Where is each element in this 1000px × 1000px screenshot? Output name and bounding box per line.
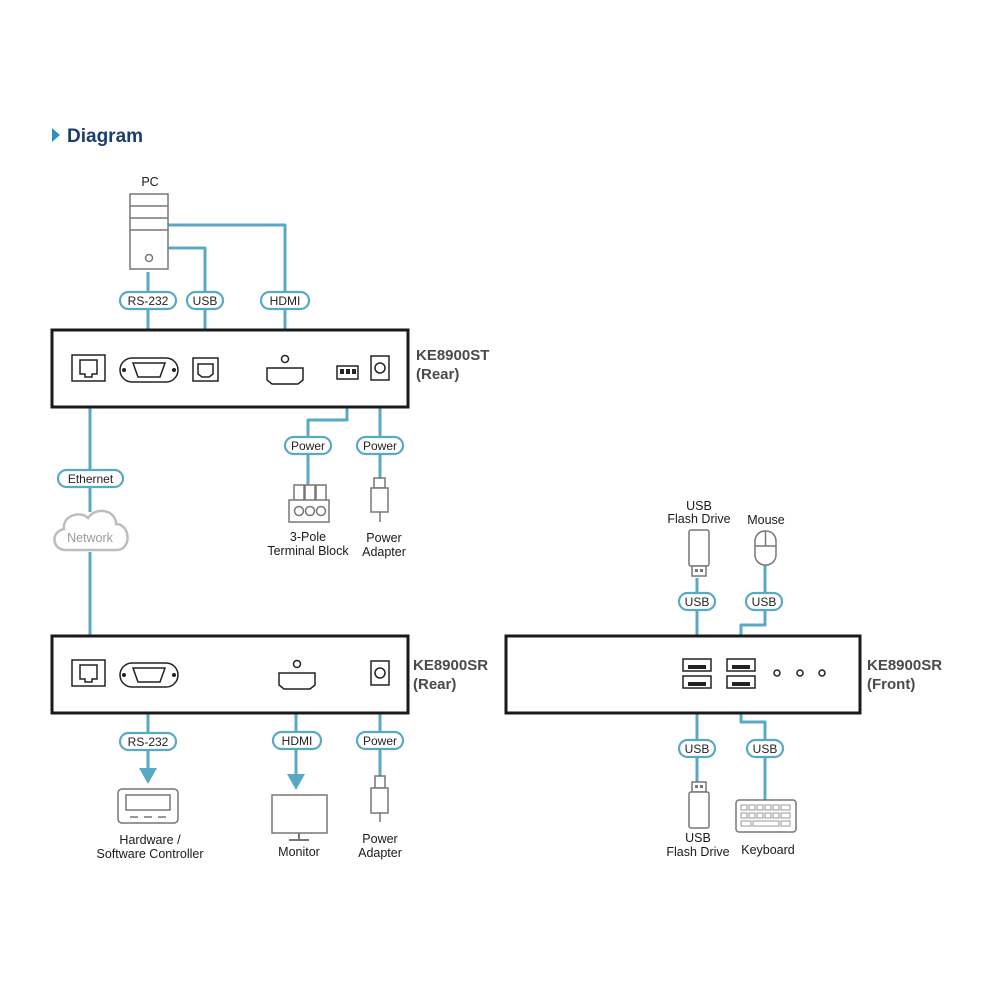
sr-front-side: (Front) xyxy=(867,676,915,693)
pill-st-hdmi: HDMI xyxy=(259,290,311,311)
power-adapter-sr-label-1: Power xyxy=(362,832,397,846)
sr-ethernet-port xyxy=(71,659,106,687)
svg-text:HDMI: HDMI xyxy=(270,294,301,308)
front-usb-ports-left xyxy=(682,658,712,689)
ke8900sr-front-box xyxy=(504,634,862,715)
svg-text:USB: USB xyxy=(752,595,777,609)
pill-front-usb-2: USB xyxy=(744,591,784,612)
keyboard-label: Keyboard xyxy=(741,843,795,857)
usb-flash-top-label-1: USB xyxy=(686,499,712,513)
controller-label-2: Software Controller xyxy=(97,847,204,861)
keyboard-icon xyxy=(735,799,797,833)
pill-st-rs232: RS-232 xyxy=(118,290,178,311)
network-cloud-icon xyxy=(53,509,129,552)
usb-flash-top-label-2: Flash Drive xyxy=(667,512,730,526)
svg-text:HDMI: HDMI xyxy=(282,734,313,748)
st-power-port xyxy=(370,355,390,381)
usb-flash-bottom-label-2: Flash Drive xyxy=(666,845,729,859)
power-adapter-st-label-1: Power xyxy=(366,531,401,545)
sr-rs232-port xyxy=(119,662,179,688)
svg-text:USB: USB xyxy=(685,595,710,609)
svg-text:Power: Power xyxy=(363,734,397,748)
sr-front-name: KE8900SR xyxy=(867,657,942,674)
pill-st-power-adapter: Power xyxy=(355,435,405,456)
pill-front-usb-3: USB xyxy=(677,738,717,759)
pc-label: PC xyxy=(141,175,158,189)
svg-text:Power: Power xyxy=(363,439,397,453)
mouse-label: Mouse xyxy=(747,513,785,527)
front-usb-ports-right xyxy=(726,658,756,689)
svg-text:RS-232: RS-232 xyxy=(128,735,169,749)
pill-front-usb-1: USB xyxy=(677,591,717,612)
controller-icon xyxy=(117,788,179,824)
network-label: Network xyxy=(67,531,114,545)
power-adapter-st-icon xyxy=(370,477,389,522)
section-heading: Diagram xyxy=(67,126,143,147)
svg-text:RS-232: RS-232 xyxy=(128,294,169,308)
pill-sr-power: Power xyxy=(355,730,405,751)
sr-rear-side: (Rear) xyxy=(413,676,456,693)
sr-hdmi-port xyxy=(278,659,316,690)
sr-rear-name: KE8900SR xyxy=(413,657,488,674)
st-terminal-port xyxy=(336,365,359,380)
pill-st-usb: USB xyxy=(185,290,225,311)
pill-front-usb-4: USB xyxy=(745,738,785,759)
power-adapter-st-label-2: Adapter xyxy=(362,545,406,559)
svg-text:USB: USB xyxy=(685,742,710,756)
st-ethernet-port xyxy=(71,354,106,382)
arrow-hdmi-out xyxy=(287,774,305,790)
arrow-rs232-out xyxy=(139,768,157,784)
sr-power-port xyxy=(370,660,390,686)
svg-text:USB: USB xyxy=(753,742,778,756)
monitor-icon xyxy=(271,794,328,841)
controller-label-1: Hardware / xyxy=(119,833,181,847)
svg-text:Ethernet: Ethernet xyxy=(68,472,114,486)
st-rs232-port xyxy=(119,357,179,383)
usb-flash-drive-top-icon xyxy=(688,529,710,577)
terminal-block-label-1: 3-Pole xyxy=(290,530,326,544)
st-rear-name: KE8900ST xyxy=(416,347,489,364)
terminal-block-icon xyxy=(288,484,330,523)
pill-st-power-terminal: Power xyxy=(283,435,333,456)
pc-tower-icon xyxy=(129,193,169,270)
ke8900sr-rear-box xyxy=(50,634,410,715)
st-usb-port xyxy=(192,357,219,382)
svg-text:Power: Power xyxy=(291,439,325,453)
pill-ethernet: Ethernet xyxy=(56,468,125,489)
st-hdmi-port xyxy=(266,354,304,385)
heading-triangle-icon xyxy=(52,128,60,142)
front-led-indicators xyxy=(773,669,826,677)
power-adapter-sr-label-2: Adapter xyxy=(358,846,402,860)
terminal-block-label-2: Terminal Block xyxy=(267,544,349,558)
usb-flash-bottom-label-1: USB xyxy=(685,831,711,845)
pill-sr-hdmi: HDMI xyxy=(271,730,323,751)
mouse-icon xyxy=(754,530,777,566)
monitor-label: Monitor xyxy=(278,845,320,859)
st-rear-side: (Rear) xyxy=(416,366,459,383)
usb-flash-drive-bottom-icon xyxy=(688,781,710,829)
power-adapter-sr-icon xyxy=(370,775,389,822)
pill-sr-rs232: RS-232 xyxy=(118,731,178,752)
svg-text:USB: USB xyxy=(193,294,218,308)
